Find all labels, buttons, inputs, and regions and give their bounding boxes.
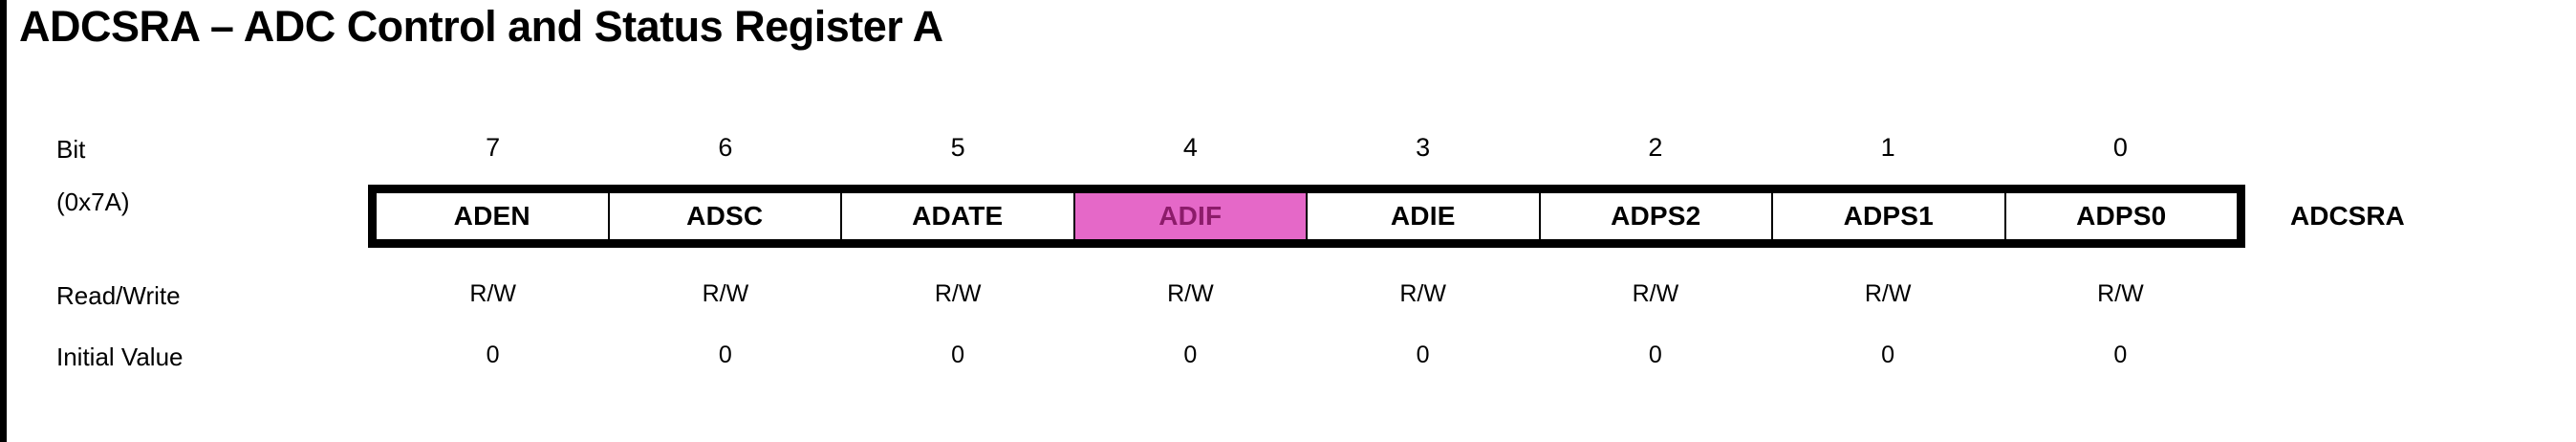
bit-cell-adps2[interactable]: ADPS2	[1540, 193, 1773, 239]
bit-access: R/W	[1399, 280, 1446, 307]
bit-initial-value: 0	[951, 342, 965, 368]
bit-access: R/W	[934, 280, 982, 307]
bit-number: 7	[486, 133, 501, 162]
bit-number: 3	[1416, 133, 1431, 162]
bit-number: 1	[1880, 133, 1895, 162]
bit-initial-value: 0	[1416, 342, 1430, 368]
bit-initial-value: 0	[1881, 342, 1895, 368]
bit-number: 6	[718, 133, 733, 162]
bit-cell-adsc[interactable]: ADSC	[609, 193, 842, 239]
row-label-bit: Bit	[56, 135, 86, 164]
bit-initial-value: 0	[1648, 342, 1662, 368]
initial-value-row: 0 0 0 0 0 0 0 0	[377, 341, 2237, 369]
page-title: ADCSRA – ADC Control and Status Register…	[19, 2, 943, 51]
read-write-row: R/W R/W R/W R/W R/W R/W R/W R/W	[377, 279, 2237, 308]
bit-cell-adif[interactable]: ADIF	[1074, 193, 1308, 239]
bit-cell-adate[interactable]: ADATE	[842, 193, 1075, 239]
bit-number: 5	[950, 133, 965, 162]
row-label-read-write: Read/Write	[56, 281, 181, 310]
bit-access: R/W	[1632, 280, 1679, 307]
bit-initial-value: 0	[718, 342, 732, 368]
bit-access: R/W	[2097, 280, 2144, 307]
bit-access: R/W	[469, 280, 516, 307]
bit-number: 4	[1182, 133, 1198, 162]
row-label-address: (0x7A)	[56, 188, 130, 216]
bit-cell-adps1[interactable]: ADPS1	[1773, 193, 2006, 239]
bit-access: R/W	[702, 280, 749, 307]
register-name-label: ADCSRA	[2290, 201, 2405, 231]
bit-access: R/W	[1864, 280, 1912, 307]
bit-number: 2	[1648, 133, 1663, 162]
bit-cell-adie[interactable]: ADIE	[1308, 193, 1541, 239]
bit-cell-aden[interactable]: ADEN	[377, 193, 610, 239]
bit-initial-value: 0	[1183, 342, 1198, 368]
bit-initial-value: 0	[486, 342, 500, 368]
bit-number-row: 7 6 5 4 3 2 1 0	[377, 132, 2237, 163]
bit-number: 0	[2112, 133, 2128, 162]
bit-cell-adps0[interactable]: ADPS0	[2005, 193, 2237, 239]
bit-access: R/W	[1167, 280, 1214, 307]
bit-initial-value: 0	[2113, 342, 2128, 368]
row-label-initial-value: Initial Value	[56, 343, 184, 371]
